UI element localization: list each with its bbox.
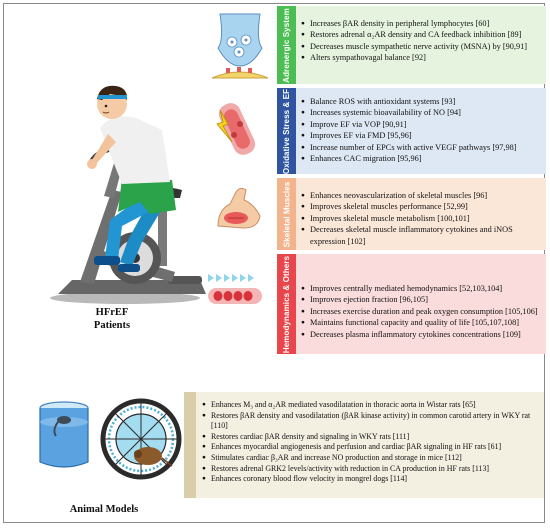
patients-caption-line2: Patients — [93, 320, 131, 331]
leg-back — [120, 200, 165, 266]
arm — [92, 134, 116, 164]
seat-post — [158, 196, 167, 266]
bike-base — [58, 280, 206, 294]
blood-flow-icon — [208, 274, 262, 304]
hemodynamics-tab: Hemodynamics & Others — [277, 254, 296, 354]
bike-foot-rear — [168, 276, 202, 284]
list-item: Improve EF via VOP [90,91] — [301, 119, 541, 131]
list-item: Improves EF via FMD [95,96] — [301, 130, 541, 142]
list-item: Enhances neovascularization of skeletal … — [301, 190, 541, 202]
oxidative-item-list: Balance ROS with antioxidant systems [93… — [301, 96, 541, 165]
hemodynamics-item-list: Improves centrally mediated hemodynamics… — [301, 283, 541, 340]
list-item: Increase number of EPCs with active VEGF… — [301, 142, 541, 154]
mouth — [102, 111, 110, 114]
list-item: Increases βAR density in peripheral lymp… — [301, 18, 541, 30]
skeletal-tab: Skeletal Muscles — [277, 178, 296, 250]
shoe-back — [118, 264, 140, 272]
bike-frame — [80, 190, 122, 284]
animal-tab-strip — [184, 392, 196, 498]
list-item: Balance ROS with antioxidant systems [93… — [301, 96, 541, 108]
animal-item-list: Enhances M₃ and α₂AR mediated vasodilata… — [202, 400, 540, 485]
leg-front — [105, 198, 160, 260]
list-item: Improves skeletal muscles performance [5… — [301, 201, 541, 213]
list-item: Restores adrenal GRK2 levels/activity wi… — [202, 464, 540, 475]
list-item: Alters sympathovagal balance [92] — [301, 52, 541, 64]
list-item: Stimulates cardiac β₃AR and increase NO … — [202, 453, 540, 464]
list-item: Increases systemic bioavailability of NO… — [301, 107, 541, 119]
torso-shirt — [100, 116, 170, 184]
floor-shadow — [50, 292, 200, 304]
list-item: Decreases muscle sympathetic nerve activ… — [301, 41, 541, 53]
eye — [104, 104, 108, 108]
hemodynamics-tab-label: Hemodynamics & Others — [282, 255, 291, 353]
list-item: Restores βAR density and vasodilatation … — [202, 411, 540, 432]
vessel-lightning-icon — [216, 103, 256, 155]
swimming-tank-illustration — [39, 401, 89, 468]
adrenergic-tab-label: Adrenergic System — [282, 7, 291, 83]
list-item: Enhances M₃ and α₂AR mediated vasodilata… — [202, 400, 540, 411]
list-item: Increases exercise duration and peak oxy… — [301, 306, 541, 318]
list-item: Restores adrenal α₂AR density and CA fee… — [301, 29, 541, 41]
hand — [87, 159, 97, 169]
list-item: Improves centrally mediated hemodynamics… — [301, 283, 541, 295]
adrenergic-item-list: Increases βAR density in peripheral lymp… — [301, 18, 541, 64]
flexed-arm-icon — [217, 187, 261, 229]
patients-caption: HFrEF Patients — [62, 306, 162, 332]
list-item: Improves skeletal muscle metabolism [100… — [301, 213, 541, 225]
animal-models-caption: Animal Models — [69, 504, 139, 515]
list-item: Improves ejection fraction [96,105] — [301, 294, 541, 306]
adrenergic-tab: Adrenergic System — [277, 6, 296, 84]
headband — [98, 95, 127, 99]
list-item: Enhances myocardial angiogenesis and per… — [202, 442, 540, 453]
oxidative-tab-label: Oxidative Stress & EF — [282, 88, 291, 174]
shorts — [118, 178, 176, 214]
oxidative-tab: Oxidative Stress & EF — [277, 88, 296, 174]
list-item: Maintains functional capacity and qualit… — [301, 317, 541, 329]
running-wheel-illustration — [100, 398, 182, 480]
list-item: Decreases skeletal muscle inflammatory c… — [301, 224, 541, 247]
patients-caption-line1: HFrEF — [95, 307, 129, 318]
list-item: Enhances CAC migration [95,96] — [301, 153, 541, 165]
list-item: Restores cardiac βAR density and signali… — [202, 432, 540, 443]
list-item: Decreases plasma inflammatory cytokines … — [301, 329, 541, 341]
shoe-front — [94, 256, 120, 265]
list-item: Enhances coronary blood flow velocity in… — [202, 474, 540, 485]
synapse-icon — [211, 13, 269, 79]
skeletal-item-list: Enhances neovascularization of skeletal … — [301, 190, 541, 247]
skeletal-tab-label: Skeletal Muscles — [282, 181, 292, 247]
